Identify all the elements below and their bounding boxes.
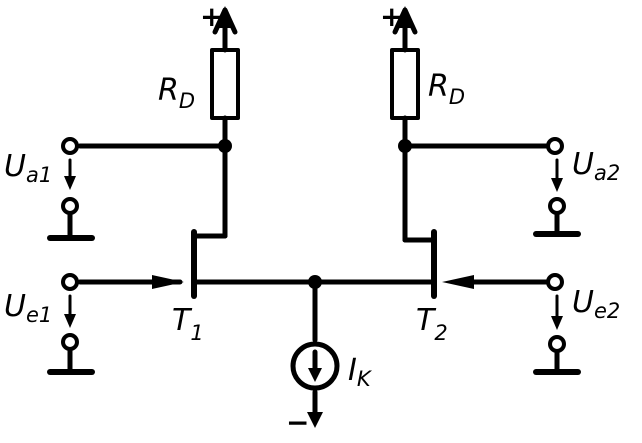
ua1-terminal [61, 137, 79, 155]
resistor-rd-left [210, 48, 240, 120]
ik-label: IK [348, 353, 373, 391]
junction-rd-right [398, 139, 412, 153]
rd-left-label: RD [158, 73, 195, 113]
ue1-ground-terminal [47, 347, 95, 375]
ue1-terminal [61, 273, 79, 291]
rd-right-label: RD [428, 69, 465, 109]
ua2-return-terminal [548, 197, 566, 215]
supply-minus-label: − [286, 406, 309, 438]
ue1-return-terminal [61, 333, 79, 351]
t1-source-arrow [152, 275, 184, 289]
ue1-label: Ue1 [4, 289, 52, 327]
negative-supply-arrowhead [307, 412, 323, 428]
ue2-ground-terminal [533, 349, 581, 375]
current-source-ik [290, 341, 340, 391]
t1-label: T1 [172, 303, 204, 345]
supply-plus-right-label: + [380, 0, 403, 33]
ua1-label: Ua1 [4, 149, 52, 187]
t2-source-arrow [442, 275, 474, 289]
ua1-ground-terminal [47, 211, 95, 241]
ua2-label: Ua2 [572, 147, 620, 185]
ue2-terminal [546, 273, 564, 291]
ua1-return-terminal [61, 197, 79, 215]
supply-plus-left-label: + [200, 0, 223, 33]
t2-label: T2 [416, 303, 448, 345]
left-supply-arrowhead [216, 6, 234, 28]
ua2-voltage-arrowhead [551, 178, 563, 192]
ue2-label: Ue2 [572, 285, 620, 323]
right-supply-arrowhead [396, 6, 414, 28]
junction-common-source [308, 275, 322, 289]
ua2-ground-terminal [533, 211, 581, 237]
ua2-terminal [546, 137, 564, 155]
ue2-voltage-arrowhead [551, 316, 563, 330]
current-source-arrowhead [308, 368, 322, 382]
junction-rd-left [218, 139, 232, 153]
resistor-rd-right [390, 48, 420, 120]
ua1-voltage-arrowhead [64, 176, 76, 190]
ue2-return-terminal [548, 335, 566, 353]
ue1-voltage-arrowhead [64, 314, 76, 328]
